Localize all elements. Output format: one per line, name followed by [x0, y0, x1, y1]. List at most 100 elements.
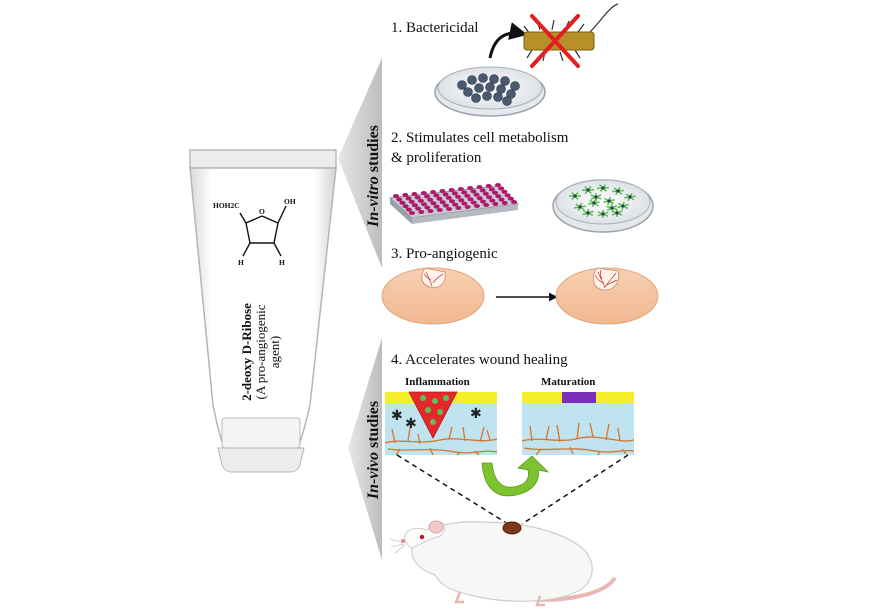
chem-oh: OH	[284, 197, 296, 206]
item-metabolism-line1: 2. Stimulates cell metabolism	[391, 130, 569, 146]
well	[448, 188, 455, 192]
ointment-tube: HOH2C O OH H H 2-deoxy D-Ribose (A pro-a…	[189, 149, 337, 473]
tube-neck	[221, 417, 301, 449]
well	[495, 183, 501, 187]
well	[461, 190, 468, 195]
chem-h-left: H	[238, 258, 244, 267]
well	[421, 202, 428, 207]
well	[473, 204, 480, 208]
well	[445, 195, 452, 200]
tube-name-line1: 2-deoxy D-Ribose	[239, 303, 254, 401]
well	[464, 205, 471, 209]
well	[467, 186, 474, 190]
well	[424, 205, 431, 210]
item-metabolism-line2: & proliferation	[391, 150, 482, 166]
cell-nucleus	[615, 211, 619, 215]
well	[507, 196, 514, 201]
in-vivo-wedge	[348, 338, 382, 560]
well	[476, 185, 483, 189]
well	[480, 199, 486, 204]
well	[433, 204, 440, 209]
well	[455, 194, 461, 199]
in-vitro-label: In-vitro studies	[365, 125, 382, 228]
cell-nucleus	[578, 205, 582, 209]
cell-nucleus	[601, 186, 605, 190]
well	[467, 197, 474, 202]
cell-nucleus	[592, 201, 596, 205]
well	[414, 195, 421, 200]
in-vivo-label-italic: In-vivo	[365, 452, 382, 500]
cell-star-icon: ✱	[391, 408, 403, 424]
tube-name-line2: (A pro-angiogenic	[253, 304, 268, 399]
well	[405, 196, 412, 201]
well	[424, 194, 430, 199]
chem-ring-o: O	[259, 207, 265, 216]
well	[470, 189, 477, 194]
stage-maturation: Maturation	[541, 376, 595, 388]
cell	[603, 196, 615, 206]
well	[492, 202, 499, 206]
item-wound-healing: 4. Accelerates wound healing	[391, 352, 568, 368]
tube-name-line3: agent)	[267, 336, 282, 368]
well	[420, 191, 427, 195]
cell	[574, 202, 586, 212]
cell	[596, 183, 610, 193]
well	[501, 189, 508, 194]
well	[436, 208, 443, 212]
tissue-maturation	[521, 392, 635, 456]
well	[417, 198, 424, 203]
green-curved-arrow	[481, 455, 550, 497]
cell-nucleus	[586, 188, 590, 192]
well	[430, 201, 437, 206]
cell-nucleus	[594, 195, 598, 199]
well	[436, 196, 443, 201]
well	[473, 192, 480, 197]
well	[402, 193, 409, 197]
cross-mark-icon	[530, 14, 580, 68]
in-vitro-label-rest: studies	[365, 125, 382, 176]
well	[439, 200, 446, 205]
petri-dish-cells-icon	[552, 179, 654, 233]
cell	[606, 203, 618, 213]
ribose-structure	[239, 205, 287, 257]
well	[411, 203, 418, 208]
well	[504, 193, 511, 198]
well	[495, 194, 502, 199]
well	[485, 184, 492, 188]
chem-h-right: H	[279, 258, 285, 267]
well	[482, 191, 489, 196]
cell	[590, 192, 602, 202]
well	[442, 192, 449, 197]
chem-hoh2c: HOH2C	[213, 201, 240, 210]
item-pro-angiogenic: 3. Pro-angiogenic	[391, 246, 498, 262]
well	[452, 202, 459, 207]
well	[433, 193, 440, 198]
well-plate-icon	[388, 183, 520, 224]
stage-inflammation: Inflammation	[405, 376, 470, 388]
cell	[611, 209, 623, 217]
cell-star-icon: ✱	[405, 416, 417, 432]
skin-disc-left	[381, 267, 485, 325]
wound-site	[502, 521, 522, 535]
well	[396, 197, 403, 202]
well	[449, 199, 455, 204]
cell-nucleus	[607, 199, 611, 203]
well	[464, 193, 471, 198]
well	[488, 187, 495, 192]
well	[498, 197, 505, 202]
cell	[597, 209, 609, 219]
cell-nucleus	[601, 212, 605, 216]
well	[455, 206, 462, 210]
well	[409, 211, 415, 215]
cell	[623, 192, 637, 202]
bacterium-icon	[523, 3, 619, 68]
well	[446, 207, 453, 211]
well	[479, 188, 486, 193]
cell-nucleus	[616, 189, 620, 193]
well	[486, 195, 493, 200]
well	[457, 187, 464, 191]
in-vitro-label-italic: In-vitro	[365, 176, 382, 228]
well	[411, 192, 418, 196]
well	[461, 201, 468, 206]
